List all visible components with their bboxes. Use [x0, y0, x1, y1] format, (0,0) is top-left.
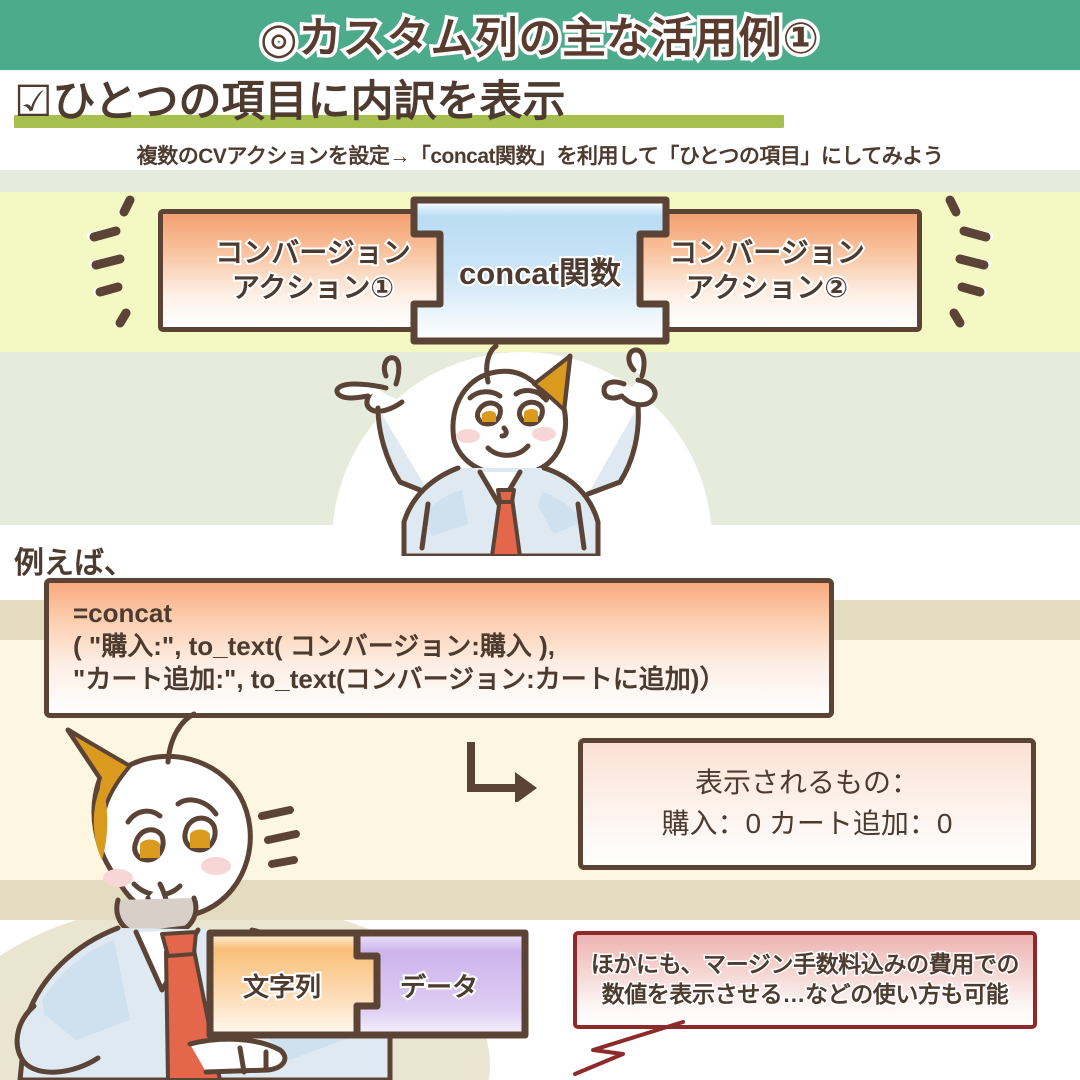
puzzle-piece-data [353, 929, 529, 1039]
bubble-line-1: ほかにも、マージン手数料込みの費用での [589, 950, 1021, 979]
formula-box: =concat ( "購入:", to_text( コンバージョン:購入 ), … [44, 578, 834, 718]
puzzle-piece-data-label: データ [398, 970, 480, 1004]
conversion-action-1-label: コンバージョン アクション① [213, 235, 412, 305]
result-box: 表示されるもの： 購入：0 カート追加：0 [578, 738, 1036, 870]
page-title: ◎カスタム列の主な活用例① [257, 12, 823, 67]
cv1-line2: アクション① [230, 270, 396, 305]
formula-line-3: "カート追加:", to_text(コンバージョン:カートに追加)） [73, 663, 726, 694]
sparkle-right-icon [945, 194, 994, 328]
formula-line-1: =concat [73, 598, 172, 628]
result-line-1: 表示されるもの： [694, 767, 919, 799]
result-line-2: 購入：0 カート追加：0 [661, 808, 953, 839]
section-subtitle: 複数のCVアクションを設定→「concat関数」を利用して「ひとつの項目」にして… [136, 145, 944, 168]
puzzle-piece-string-label: 文字列 [241, 970, 323, 1004]
formula-line-2: ( "購入:", to_text( コンバージョン:購入 ), [73, 630, 556, 661]
puzzle-pair-group [206, 929, 529, 1039]
heading-underline [14, 115, 784, 128]
concat-function-label: concat関数 [457, 254, 623, 293]
note-speech-bubble: ほかにも、マージン手数料込みの費用での 数値を表示させる…などの使い方も可能 [573, 931, 1037, 1029]
section-heading: ☑ひとつの項目に内訳を表示 [14, 78, 566, 126]
concat-puzzle-piece [408, 194, 672, 347]
speech-bubble-tail [573, 1020, 685, 1076]
cv1-line1: コンバージョン [213, 235, 412, 270]
cv2-line2: アクション② [684, 270, 850, 305]
header-bar: ◎カスタム列の主な活用例① [0, 0, 1080, 70]
conversion-action-2-label: コンバージョン アクション② [667, 235, 866, 305]
example-intro-label: 例えば、 [14, 547, 134, 580]
sparkle-left-icon [86, 194, 135, 328]
bubble-line-2: 数値を表示させる…などの使い方も可能 [600, 980, 1010, 1009]
arrow-down-right-icon [467, 742, 537, 802]
band-palegreen-top [0, 170, 1080, 192]
section-heading-wrap: ☑ひとつの項目に内訳を表示 [14, 74, 570, 126]
mascot-character-top [334, 343, 658, 556]
cv2-line1: コンバージョン [667, 235, 866, 270]
